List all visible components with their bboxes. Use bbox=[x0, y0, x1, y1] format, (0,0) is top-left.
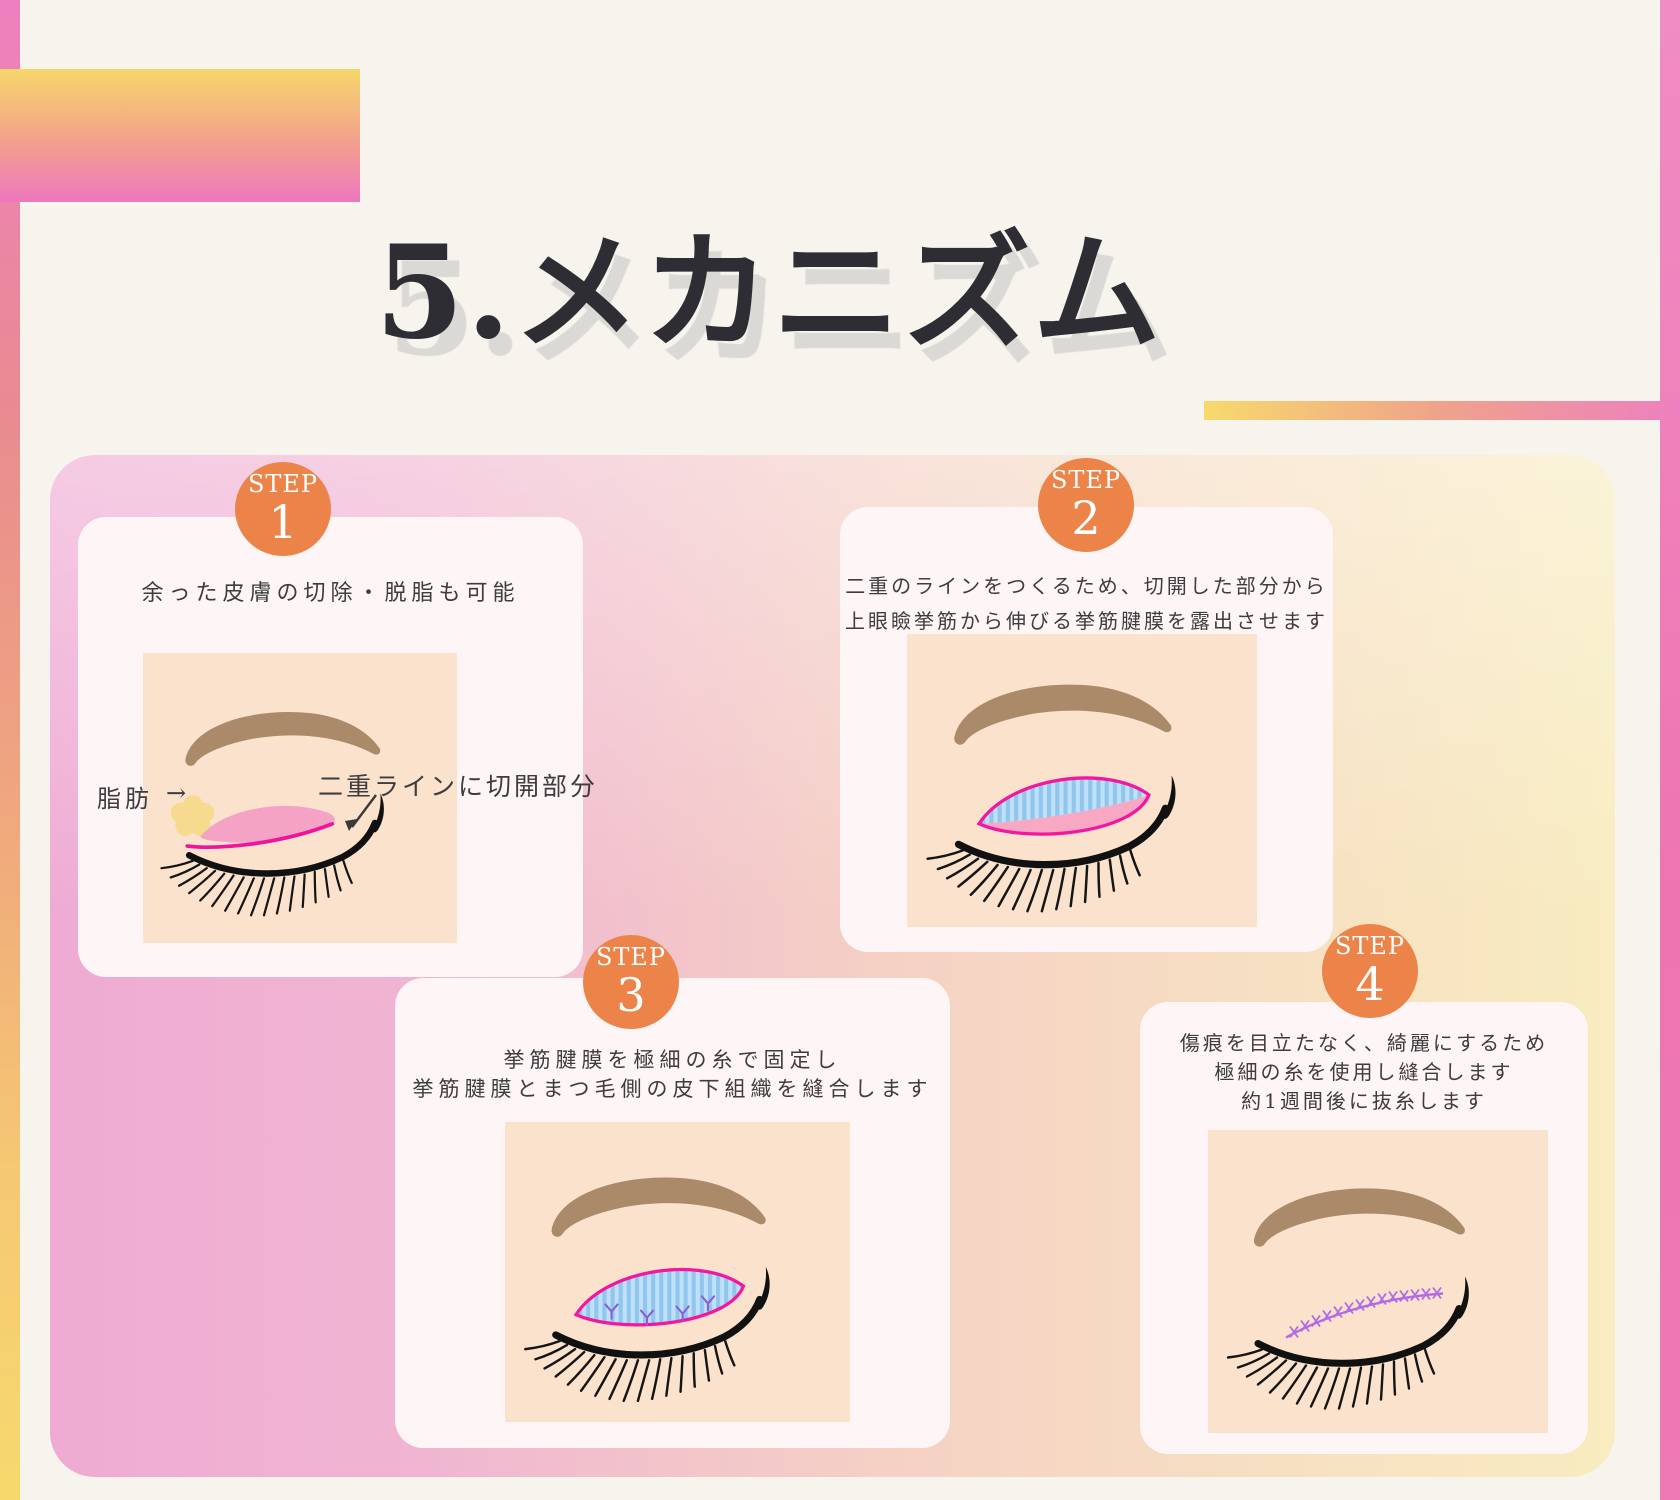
step-1-badge-label: STEP bbox=[247, 470, 319, 498]
step-4-description: 傷痕を目立たなく、綺麗にするため 極細の糸を使用し縫合します 約1週間後に抜糸し… bbox=[1140, 1029, 1588, 1116]
step-1-illustration bbox=[143, 653, 457, 943]
step-1-card: 余った皮膚の切除・脱脂も可能 脂肪 → 二重ラインに切開部分 bbox=[78, 517, 595, 977]
step-3-badge: STEP 3 bbox=[583, 935, 679, 1029]
step-1-badge: STEP 1 bbox=[235, 462, 331, 556]
step-1-badge-number: 1 bbox=[268, 495, 298, 549]
step-1-description: 余った皮膚の切除・脱脂も可能 bbox=[78, 581, 583, 607]
aponeurosis-blue-area bbox=[979, 777, 1149, 824]
right-arrow-icon: → bbox=[166, 779, 191, 807]
step-4-illustration bbox=[1208, 1130, 1548, 1433]
eyelid-fold-shape bbox=[200, 805, 335, 843]
eye-diagram-step-2 bbox=[907, 634, 1257, 927]
step-3-description: 挙筋腱膜を極細の糸で固定し 挙筋腱膜とまつ毛側の皮下組織を縫合します bbox=[395, 1046, 950, 1104]
step-2-badge-number: 2 bbox=[1071, 491, 1101, 545]
fat-annotation-text: 脂肪 bbox=[97, 785, 153, 813]
description-line: 約1週間後に抜糸します bbox=[1241, 1089, 1487, 1113]
right-accent-bar bbox=[1660, 0, 1680, 1500]
incision-arrow-icon bbox=[345, 794, 377, 831]
step-4-badge: STEP 4 bbox=[1322, 924, 1418, 1018]
step-2-badge-label: STEP bbox=[1050, 466, 1122, 494]
incision-annotation: 二重ラインに切開部分 bbox=[318, 772, 599, 801]
aponeurosis-blue-area bbox=[576, 1269, 744, 1325]
step-2-card: 二重のラインをつくるため、切開した部分から 上眼瞼挙筋から伸びる挙筋腱膜を露出さ… bbox=[840, 507, 1333, 952]
step-3-badge-number: 3 bbox=[616, 968, 646, 1022]
fat-annotation: 脂肪 → bbox=[97, 779, 190, 814]
step-3-card: 挙筋腱膜を極細の糸で固定し 挙筋腱膜とまつ毛側の皮下組織を縫合します bbox=[395, 978, 950, 1448]
step-3-illustration bbox=[505, 1122, 850, 1422]
title-underline-bar bbox=[1204, 401, 1680, 420]
description-line: 二重のラインをつくるため、切開した部分から bbox=[845, 574, 1328, 598]
description-line: 挙筋腱膜とまつ毛側の皮下組織を縫合します bbox=[412, 1077, 933, 1101]
eye-diagram-step-3 bbox=[505, 1122, 850, 1422]
eye-diagram-step-4 bbox=[1208, 1130, 1548, 1433]
page-title: 5.メカニズム bbox=[375, 218, 1163, 368]
step-2-badge: STEP 2 bbox=[1038, 458, 1134, 552]
description-line: 挙筋腱膜を極細の糸で固定し bbox=[503, 1048, 842, 1072]
step-4-badge-label: STEP bbox=[1334, 932, 1406, 960]
incision-line bbox=[185, 822, 335, 849]
step-4-badge-number: 4 bbox=[1355, 957, 1385, 1011]
description-line: 極細の糸を使用し縫合します bbox=[1214, 1060, 1514, 1084]
description-line: 傷痕を目立たなく、綺麗にするため bbox=[1179, 1031, 1549, 1055]
suture-cross-stitches bbox=[1289, 1286, 1442, 1339]
description-line: 上眼瞼挙筋から伸びる挙筋腱膜を露出させます bbox=[845, 609, 1328, 633]
step-2-description: 二重のラインをつくるため、切開した部分から 上眼瞼挙筋から伸びる挙筋腱膜を露出さ… bbox=[840, 569, 1333, 639]
suture-y-stitches bbox=[604, 1295, 716, 1326]
description-line: 余った皮膚の切除・脱脂も可能 bbox=[141, 581, 520, 606]
step-2-illustration bbox=[907, 634, 1257, 927]
top-left-accent-bar bbox=[0, 69, 360, 202]
step-3-badge-label: STEP bbox=[595, 943, 667, 971]
step-4-card: 傷痕を目立たなく、綺麗にするため 極細の糸を使用し縫合します 約1週間後に抜糸し… bbox=[1140, 1002, 1588, 1454]
eye-diagram-step-1 bbox=[143, 653, 457, 943]
left-accent-bar bbox=[0, 0, 20, 1500]
fat-blob-shape bbox=[170, 795, 215, 836]
